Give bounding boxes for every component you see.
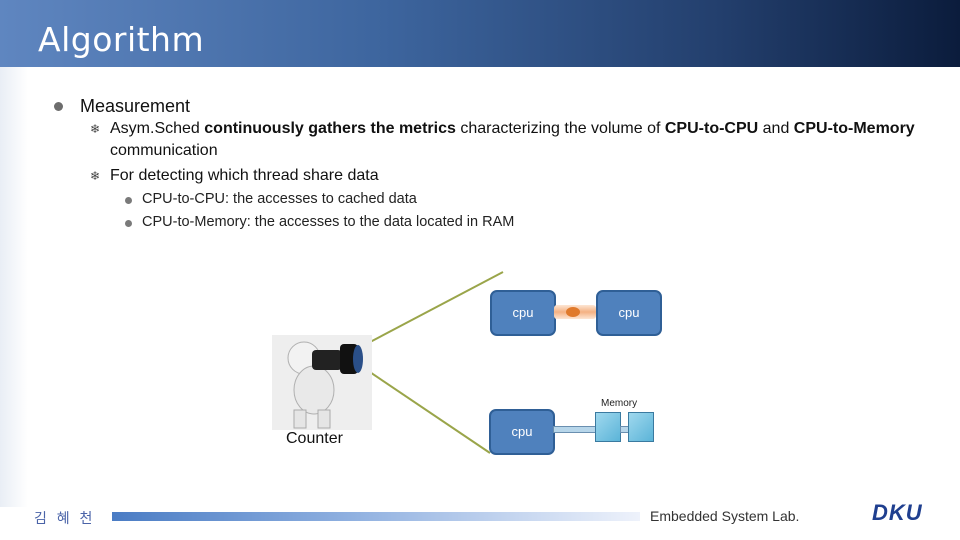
cpu-link-dot — [566, 307, 580, 317]
cpu-box-1: cpu — [490, 290, 556, 336]
memory-block-1 — [595, 412, 621, 442]
sub-bullet-icon: ❄ — [90, 169, 101, 183]
bullet-dot-icon — [125, 220, 132, 227]
text-run: communication — [110, 142, 218, 159]
footer-lab-name: Embedded System Lab. — [650, 508, 800, 524]
memory-label: Memory — [601, 398, 638, 409]
slide-title: Algorithm — [38, 20, 205, 59]
memory-block-2 — [628, 412, 654, 442]
bullet-label: Measurement — [80, 96, 191, 116]
text-run-bold: CPU-to-CPU — [664, 120, 759, 137]
counter-label: Counter — [286, 430, 343, 447]
view-line-upper — [354, 271, 504, 351]
footer-bar — [112, 512, 640, 521]
text-run-bold: continuously gathers the metrics — [204, 120, 456, 137]
dku-logo: DKU — [872, 500, 923, 525]
sub-bullet-icon: ❄ — [90, 122, 101, 136]
text-run: Asym.Sched — [110, 120, 205, 137]
bullet-dot-icon — [125, 197, 132, 204]
memory-link — [553, 426, 597, 433]
bullet-dot-icon — [54, 102, 63, 111]
cpu-box-2: cpu — [596, 290, 662, 336]
text-run-bold: CPU-to-Memory — [793, 120, 915, 137]
footer-author: 김 혜 천 — [34, 510, 96, 526]
text-run: and — [758, 120, 794, 137]
photographer-icon — [287, 341, 363, 429]
text-run: characterizing the volume of — [455, 120, 665, 137]
left-shade — [0, 67, 28, 507]
view-line-lower — [351, 359, 491, 454]
sub-sub-bullet-text: CPU-to-Memory: the accesses to the data … — [142, 214, 515, 230]
sub-bullet-text: Asym.Sched continuously gathers the metr… — [110, 118, 930, 162]
sub-sub-bullet-text: CPU-to-CPU: the accesses to cached data — [142, 191, 417, 207]
sub-bullet-text: For detecting which thread share data — [110, 167, 379, 184]
title-bar — [0, 0, 960, 67]
cpu-box-3: cpu — [489, 409, 555, 455]
